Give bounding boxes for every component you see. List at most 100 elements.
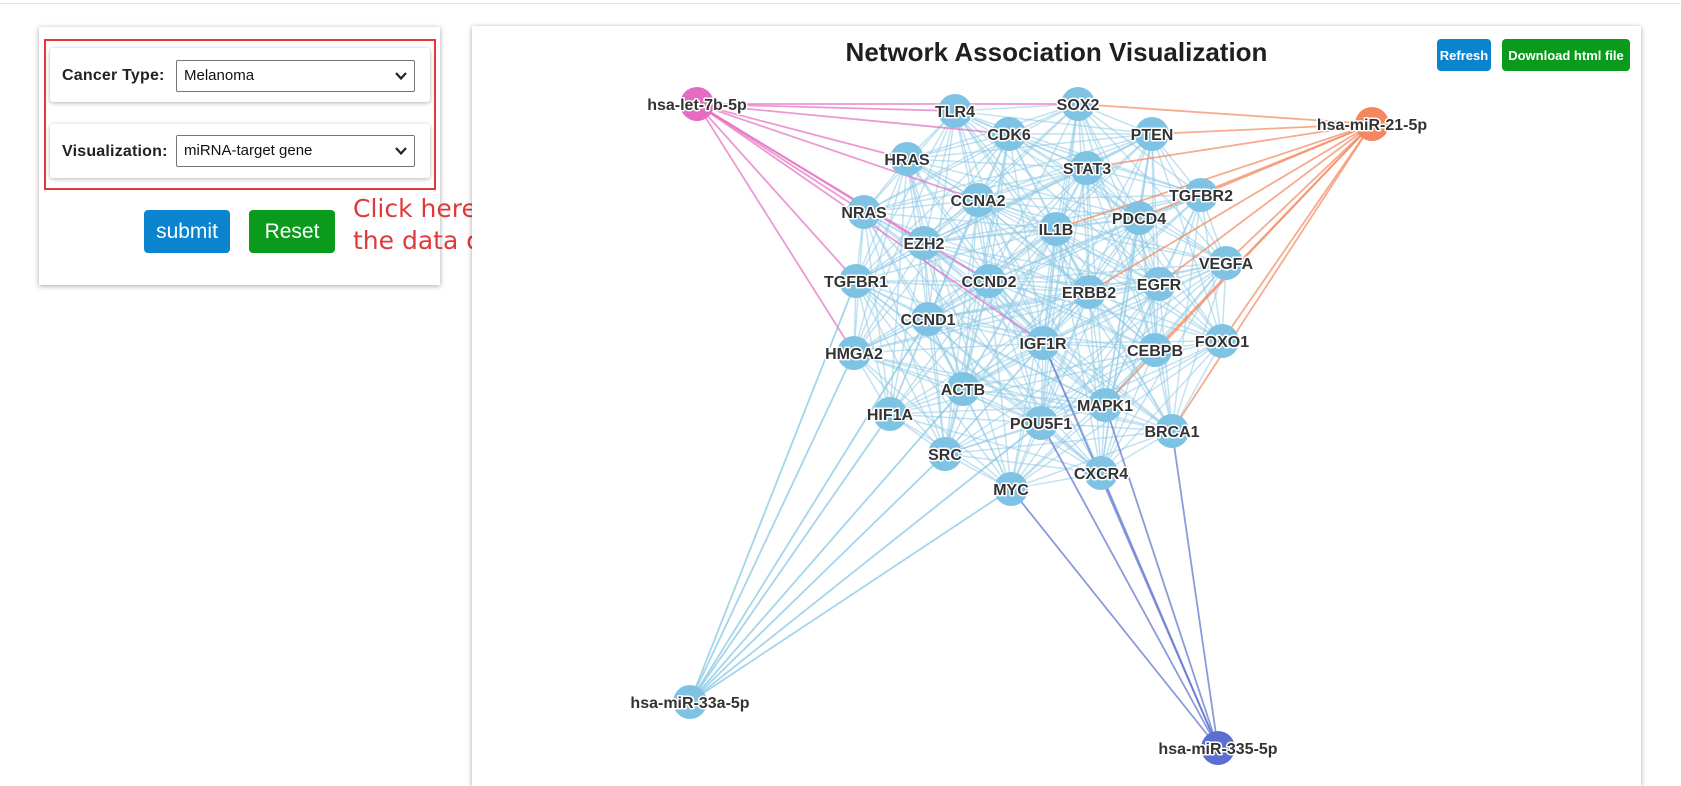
submit-button[interactable]: submit [144, 210, 230, 253]
network-edge [923, 242, 1160, 285]
mirna-node-hsa-mir-21-5p-circle [1355, 107, 1389, 141]
network-edge [1151, 123, 1373, 135]
network-edge [988, 280, 1042, 424]
network-edge [1086, 123, 1373, 169]
gene-node-cdk6-circle [992, 117, 1026, 151]
mirna-node-hsa-mir-33a-5p-circle [673, 685, 707, 719]
gene-node-igf1r[interactable]: IGF1R [1018, 326, 1069, 360]
gene-node-il1b[interactable]: IL1B [1037, 212, 1075, 246]
network-edge [977, 199, 1140, 219]
gene-node-ccnd2-circle [972, 264, 1006, 298]
network-edge [853, 158, 908, 354]
mirna-node-hsa-mir-33a-5p-label: hsa-miR-33a-5p [630, 695, 749, 712]
network-edge [923, 217, 1140, 244]
gene-node-ccnd1-circle [911, 302, 945, 336]
gene-node-brca1[interactable]: BRCA1 [1143, 414, 1201, 448]
gene-node-cxcr4[interactable]: CXCR4 [1072, 456, 1130, 490]
gene-node-sox2[interactable]: SOX2 [1055, 87, 1101, 121]
network-edge [906, 133, 1010, 160]
gene-node-ezh2-label: EZH2 [904, 236, 945, 253]
network-edge [1151, 133, 1223, 342]
network-edge [977, 199, 1227, 264]
gene-node-stat3[interactable]: STAT3 [1061, 151, 1113, 185]
network-edge [1225, 123, 1373, 264]
network-edge [855, 158, 908, 282]
cancer-type-select[interactable]: Melanoma [176, 60, 415, 92]
gene-node-cdk6-label: CDK6 [987, 127, 1031, 144]
network-edge [696, 103, 855, 354]
network-edge [927, 318, 1102, 474]
gene-node-actb[interactable]: ACTB [939, 372, 987, 406]
network-edge [1055, 123, 1373, 230]
gene-node-tgfbr1[interactable]: TGFBR1 [823, 264, 890, 298]
gene-node-cebpb[interactable]: CEBPB [1125, 333, 1185, 367]
network-edge [962, 388, 1173, 432]
gene-node-mapk1-label: MAPK1 [1077, 398, 1133, 415]
network-edge [1158, 123, 1373, 285]
download-html-button[interactable]: Download html file [1502, 39, 1630, 71]
gene-node-hras[interactable]: HRAS [883, 142, 931, 176]
gene-node-cxcr4-circle [1084, 456, 1118, 490]
gene-node-tlr4[interactable]: TLR4 [934, 94, 977, 128]
gene-node-foxo1[interactable]: FOXO1 [1193, 324, 1251, 358]
network-edge [988, 280, 1160, 285]
gene-node-myc[interactable]: MYC [992, 472, 1031, 506]
gene-node-hmga2-circle [837, 336, 871, 370]
network-edge [1104, 262, 1227, 406]
network-edge [1040, 422, 1219, 749]
gene-node-pou5f1[interactable]: POU5F1 [1008, 406, 1074, 440]
gene-node-myc-circle [994, 472, 1028, 506]
visualization-select[interactable]: miRNA-target gene [176, 135, 415, 167]
gene-node-ccna2-label: CCNA2 [950, 193, 1005, 210]
network-edge [988, 280, 1173, 432]
reset-button[interactable]: Reset [249, 210, 335, 253]
gene-node-src[interactable]: SRC [927, 437, 964, 471]
gene-node-ccnd2[interactable]: CCND2 [960, 264, 1018, 298]
network-edge [944, 430, 1173, 455]
gene-node-pten[interactable]: PTEN [1129, 117, 1175, 151]
gene-node-tgfbr2[interactable]: TGFBR2 [1168, 178, 1235, 212]
gene-node-pdcd4-label: PDCD4 [1112, 211, 1166, 228]
gene-node-ccnd1[interactable]: CCND1 [899, 302, 957, 336]
gene-node-ccna2[interactable]: CCNA2 [949, 183, 1007, 217]
network-edge [927, 318, 1044, 344]
network-edge [962, 388, 1012, 490]
gene-node-hmga2[interactable]: HMGA2 [824, 336, 884, 370]
mirna-node-hsa-mir-335-5p[interactable]: hsa-miR-335-5p [1157, 731, 1279, 765]
visualization-value: miRNA-target gene [184, 142, 313, 159]
gene-node-mapk1[interactable]: MAPK1 [1075, 388, 1135, 422]
gene-node-pdcd4[interactable]: PDCD4 [1110, 201, 1168, 235]
gene-node-ezh2-circle [907, 226, 941, 260]
network-edge [1040, 228, 1057, 424]
mirna-node-hsa-mir-33a-5p[interactable]: hsa-miR-33a-5p [629, 685, 751, 719]
gene-node-egfr[interactable]: EGFR [1135, 267, 1183, 301]
network-edge [954, 110, 1140, 219]
gene-node-erbb2[interactable]: ERBB2 [1060, 275, 1118, 309]
network-edge [1010, 349, 1156, 490]
gene-node-foxo1-label: FOXO1 [1195, 334, 1249, 351]
network-edge [962, 217, 1140, 390]
gene-node-nras[interactable]: NRAS [840, 195, 888, 229]
network-edge [889, 291, 1090, 415]
gene-node-cdk6[interactable]: CDK6 [986, 117, 1032, 151]
mirna-node-hsa-let-7b-5p-circle [680, 87, 714, 121]
network-edge [863, 211, 946, 455]
network-edge [906, 158, 1140, 219]
network-edge [923, 242, 1156, 351]
network-edge [1086, 167, 1202, 196]
mirna-node-hsa-mir-21-5p[interactable]: hsa-miR-21-5p [1315, 107, 1429, 141]
gene-node-pdcd4-circle [1122, 201, 1156, 235]
cancer-type-card: Cancer Type: Melanoma [50, 48, 430, 102]
chevron-down-icon [395, 147, 407, 156]
network-edge [889, 413, 1042, 424]
gene-node-vegfa[interactable]: VEGFA [1197, 246, 1255, 280]
refresh-button[interactable]: Refresh [1437, 39, 1491, 71]
gene-node-nras-circle [847, 195, 881, 229]
network-edge [1171, 194, 1202, 432]
gene-node-ezh2[interactable]: EZH2 [902, 226, 946, 260]
mirna-node-hsa-let-7b-5p[interactable]: hsa-let-7b-5p [646, 87, 749, 121]
gene-node-hif1a[interactable]: HIF1A [865, 397, 915, 431]
mirna-node-hsa-mir-21-5p-label: hsa-miR-21-5p [1317, 117, 1427, 134]
network-edge [853, 352, 1173, 432]
